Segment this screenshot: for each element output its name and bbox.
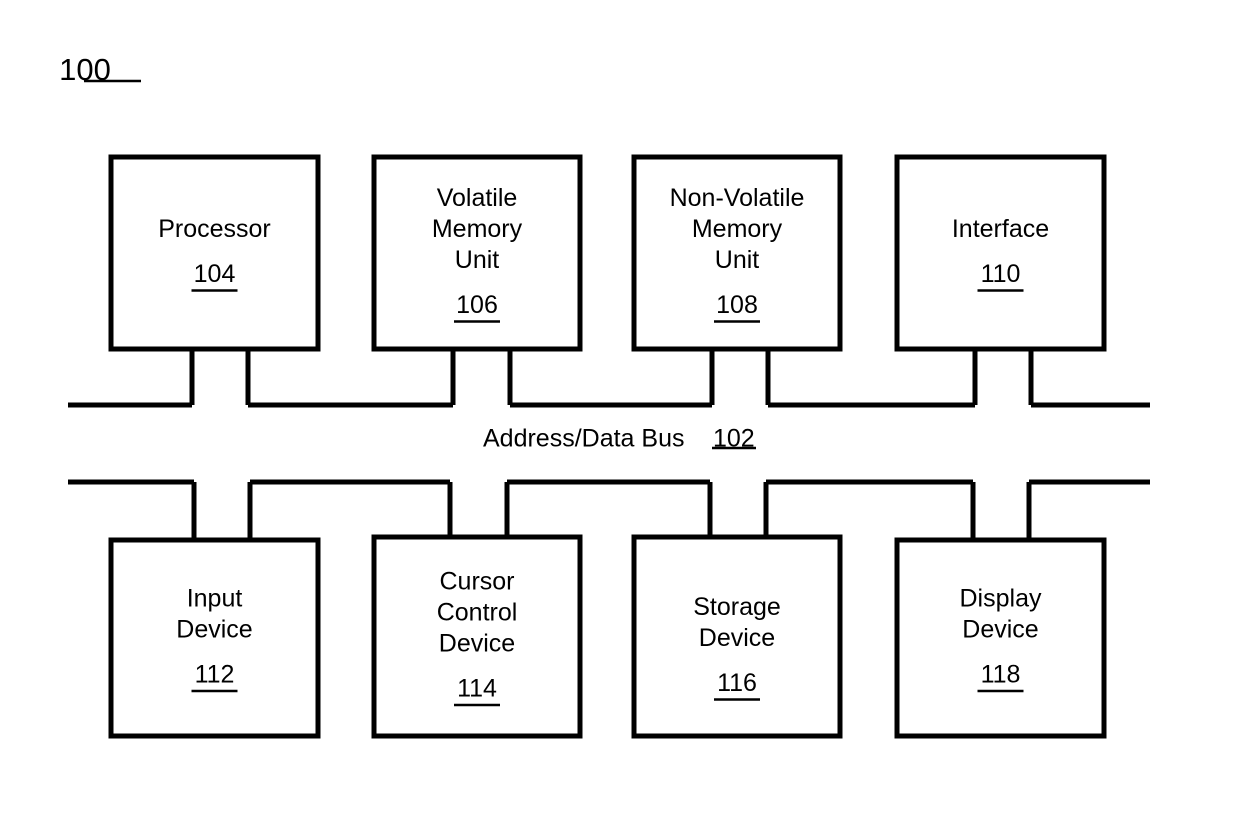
component-label-non-volatile-memory-unit: Unit <box>715 246 760 274</box>
component-label-processor: Processor <box>158 215 271 243</box>
component-label-volatile-memory-unit: Unit <box>455 246 500 274</box>
component-box-interface[interactable]: Interface 110 <box>894 154 1107 352</box>
upper-bus-wiring <box>68 349 1150 408</box>
component-box-outline-cursor-control-device <box>371 534 583 739</box>
component-ref-processor: 104 <box>194 260 236 288</box>
component-box-outline-interface <box>894 154 1107 352</box>
component-label-input-device: Device <box>176 616 252 644</box>
component-ref-display-device: 118 <box>981 661 1021 689</box>
component-label-display-device: Device <box>962 616 1038 644</box>
component-ref-cursor-control-device: 114 <box>457 675 497 703</box>
component-box-processor[interactable]: Processor 104 <box>108 154 321 352</box>
component-ref-non-volatile-memory-unit: 108 <box>716 291 758 319</box>
component-label-storage-device: Device <box>699 624 775 652</box>
bus-label-group: Address/Data Bus 102 <box>483 425 756 453</box>
component-box-outline-processor <box>108 154 321 352</box>
component-label-display-device: Display <box>960 585 1042 613</box>
component-ref-volatile-memory-unit: 106 <box>456 291 498 319</box>
figure-number-group: 100 <box>59 52 141 87</box>
component-label-volatile-memory-unit: Volatile <box>437 184 518 212</box>
component-label-input-device: Input <box>187 585 243 613</box>
component-label-volatile-memory-unit: Memory <box>432 215 523 243</box>
component-box-outline-storage-device <box>631 534 843 739</box>
component-box-outline-volatile-memory-unit <box>371 154 583 352</box>
component-box-outline-display-device <box>894 537 1107 739</box>
component-box-outline-input-device <box>108 537 321 739</box>
component-ref-storage-device: 116 <box>717 669 757 697</box>
component-label-non-volatile-memory-unit: Non-Volatile <box>670 184 805 212</box>
component-label-storage-device: Storage <box>693 593 781 621</box>
component-label-interface: Interface <box>952 215 1049 243</box>
component-label-cursor-control-device: Cursor <box>439 568 514 596</box>
component-ref-interface: 110 <box>981 260 1021 288</box>
lower-bus-wiring <box>68 479 1150 540</box>
component-label-cursor-control-device: Control <box>437 599 518 627</box>
component-label-cursor-control-device: Device <box>439 630 515 658</box>
address-data-bus-label: Address/Data Bus <box>483 425 685 453</box>
component-ref-input-device: 112 <box>195 661 235 689</box>
component-box-outline-non-volatile-memory-unit <box>631 154 843 352</box>
component-label-non-volatile-memory-unit: Memory <box>692 215 783 243</box>
